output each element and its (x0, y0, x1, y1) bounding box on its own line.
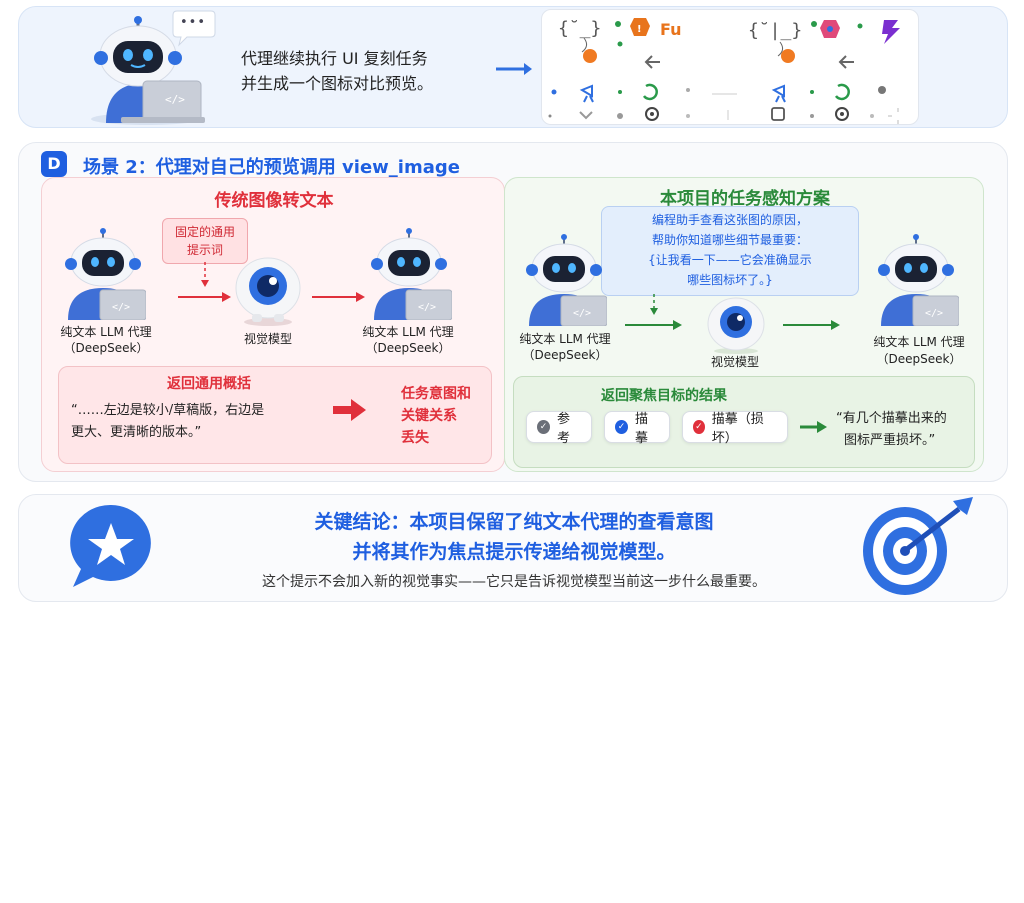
star-bubble-icon (70, 504, 151, 587)
svg-text:{˘|_}: {˘|_} (748, 20, 802, 41)
right-vision-label: 视觉模型 (710, 355, 759, 369)
scenario-card: D 场景 2：代理对自己的预览调用 view_image 传统图像转文本 固定的… (18, 142, 1008, 482)
focus-prompt-line-3: {让我看一下——它会准确显示 (648, 253, 812, 267)
speech-bubble-icon (172, 10, 216, 47)
broken-check-icon: ✓ (693, 420, 705, 434)
thick-arrow-right-icon (333, 399, 366, 421)
fixed-prompt-line-2: 提示词 (186, 243, 223, 257)
right-agent-2-sublabel: （DeepSeek） (876, 352, 962, 366)
target-dart-icon (863, 497, 973, 595)
focused-result-box: 返回聚焦目标的结果 ✓ 参考 ✓ 描摹 ✓ 描摹（损坏） “有几个描摹出来的 图… (513, 376, 975, 468)
svg-text:</>: </> (573, 308, 591, 319)
svg-text:{˘_}: {˘_} (558, 18, 601, 39)
preview-fu-label: Fu (660, 20, 682, 39)
intro-line-2: 并生成一个图标对比预览。 (241, 74, 434, 93)
dashed-arrow-down-icon (201, 262, 209, 287)
svg-text:!: ! (637, 24, 642, 35)
task-aware-title: 本项目的任务感知方案 (660, 189, 830, 209)
conclusion-card: 关键结论：本项目保留了纯文本代理的查看意图 并将其作为焦点提示传递给视觉模型。 … (18, 494, 1008, 602)
chip-trace: ✓ 描摹 (604, 411, 670, 446)
focus-prompt-bubble: 编程助手查看这张图的原因， 帮助你知道哪些细节最重要： {让我看一下——它会准确… (601, 206, 859, 296)
robot-agent-icon: </> (65, 228, 146, 320)
chip-trace-broken: ✓ 描摹（损坏） (682, 411, 788, 446)
arrow-right-icon (178, 292, 231, 302)
icon-comparison-preview: {˘_} ! {˘|_} (541, 9, 919, 125)
right-agent-1-label: 纯文本 LLM 代理 (519, 332, 611, 346)
left-vision-label: 视觉模型 (243, 332, 292, 346)
arrow-right-icon (800, 421, 827, 433)
scenario-badge: D (41, 151, 67, 177)
generic-quote-line-1: “……左边是较小/草稿版，右边是 (71, 403, 265, 418)
focus-prompt-line-4: 哪些图标坏了。} (687, 273, 773, 287)
dashed-arrow-down-icon (650, 294, 658, 315)
intro-line-1: 代理继续执行 UI 复刻任务 (241, 49, 428, 68)
conclusion-line-1: 关键结论：本项目保留了纯文本代理的查看意图 (314, 511, 714, 533)
right-agent-2-label: 纯文本 LLM 代理 (873, 335, 965, 349)
chip-reference-label: 参考 (556, 412, 570, 446)
arrow-right-icon (496, 63, 532, 75)
svg-text:</>: </> (925, 308, 943, 319)
left-agent-2-label: 纯文本 LLM 代理 (362, 325, 454, 339)
traditional-panel: 传统图像转文本 固定的通用 提示词 </> 纯文本 LLM 代理 （DeepSe… (41, 177, 505, 472)
conclusion-line-2: 并将其作为焦点提示传递给视觉模型。 (352, 541, 676, 563)
laptop-code-icon: </> (165, 93, 185, 106)
right-agent-1-sublabel: （DeepSeek） (522, 348, 608, 362)
focus-prompt-line-1: 编程助手查看这张图的原因， (651, 213, 808, 227)
scenario-title: 场景 2：代理对自己的预览调用 view_image (83, 157, 460, 178)
generic-quote-line-2: 更大、更清晰的版本。” (71, 425, 202, 440)
focused-quote-line-2: 图标严重损坏。” (844, 433, 936, 448)
svg-text:</>: </> (112, 302, 130, 313)
reference-dot-icon: ✓ (537, 420, 550, 434)
vision-model-eye-icon (707, 297, 765, 354)
robot-agent-icon: </> (526, 234, 607, 326)
chip-trace-broken-label: 描摹（损坏） (711, 412, 764, 446)
loss-line-2: 关键关系 (401, 408, 457, 424)
task-aware-panel: 本项目的任务感知方案 编程助手查看这张图的原因， 帮助你知道哪些细节最重要： {… (504, 177, 984, 472)
loss-line-3: 丢失 (401, 430, 429, 446)
left-agent-2-sublabel: （DeepSeek） (365, 341, 451, 355)
conclusion-line-3: 这个提示不会加入新的视觉事实——它只是告诉视觉模型当前这一步什么最重要。 (262, 574, 766, 590)
intro-card: </> ••• 代理继续执行 UI 复刻任务 并生成一个图标对比预览。 {˘_}… (18, 6, 1008, 128)
speech-dots: ••• (180, 15, 207, 30)
traditional-title: 传统图像转文本 (214, 191, 334, 211)
vision-model-eye-icon (235, 257, 301, 326)
focused-result-title: 返回聚焦目标的结果 (601, 388, 727, 404)
robot-agent-icon: </> (371, 228, 452, 320)
left-agent-1-sublabel: （DeepSeek） (63, 341, 149, 355)
trace-check-icon: ✓ (615, 420, 628, 434)
robot-agent-icon: </> (878, 234, 959, 326)
arrow-right-icon (783, 320, 840, 330)
chip-trace-label: 描摹 (634, 412, 648, 446)
focus-prompt-line-2: 帮助你知道哪些细节最重要： (651, 233, 808, 247)
generic-result-title: 返回通用概括 (167, 376, 251, 392)
chip-reference: ✓ 参考 (526, 411, 592, 446)
fixed-prompt-box: 固定的通用 提示词 (162, 218, 248, 264)
arrow-right-icon (625, 320, 682, 330)
fixed-prompt-line-1: 固定的通用 (174, 225, 235, 239)
left-agent-1-label: 纯文本 LLM 代理 (60, 325, 152, 339)
arrow-right-icon (312, 292, 365, 302)
icon-grid: {˘_} ! {˘|_} (548, 18, 900, 124)
robot-laptop-illustration (91, 16, 205, 125)
loss-line-1: 任务意图和 (401, 386, 471, 402)
svg-text:</>: </> (418, 302, 436, 313)
generic-result-box: 返回通用概括 “……左边是较小/草稿版，右边是 更大、更清晰的版本。” 任务意图… (58, 366, 492, 464)
focused-quote-line-1: “有几个描摹出来的 (836, 411, 947, 426)
